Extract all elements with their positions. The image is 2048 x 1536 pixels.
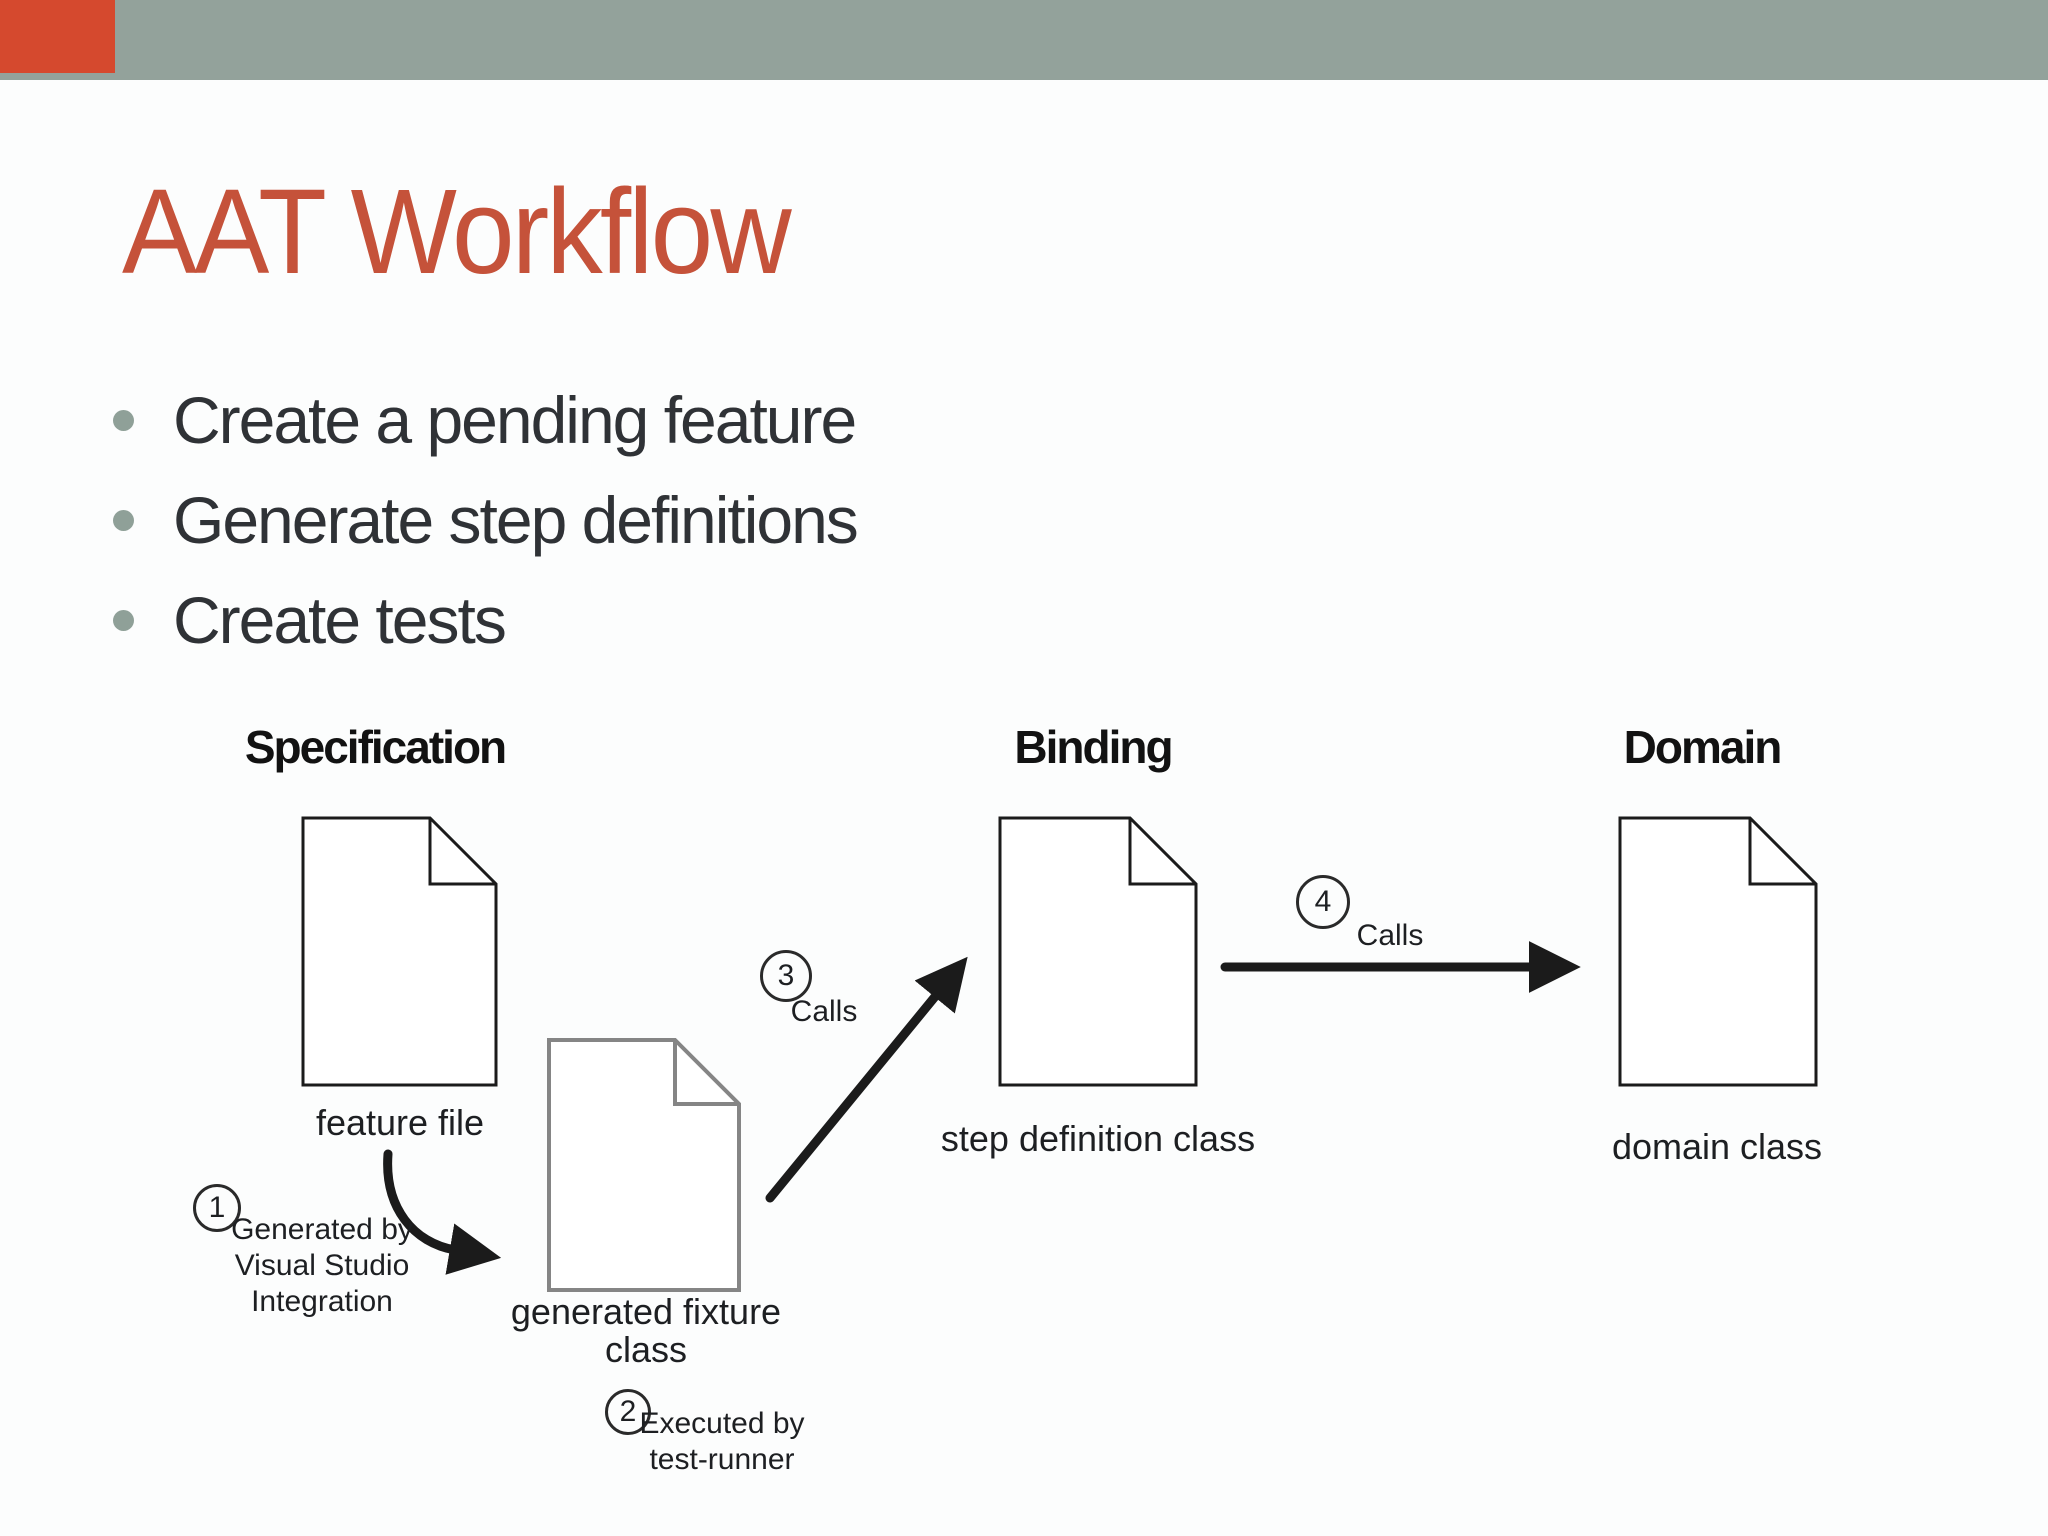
bullet-item: Create a pending feature bbox=[108, 370, 857, 470]
column-header-binding: Binding bbox=[1014, 721, 1173, 773]
bullet-list: Create a pending feature Generate step d… bbox=[108, 370, 859, 670]
domain-class-doc-icon bbox=[1618, 816, 1818, 1087]
diagonal-arrow-fixture-to-stepdef bbox=[765, 956, 968, 1203]
bullet-dot-icon bbox=[113, 409, 134, 431]
curved-arrow-feature-to-fixture bbox=[383, 1149, 502, 1275]
bullet-item: Create tests bbox=[108, 570, 857, 670]
generated-fixture-class-doc-icon bbox=[547, 1038, 741, 1292]
step-4-circle: 4 bbox=[1296, 875, 1350, 929]
bullet-text: Create tests bbox=[173, 583, 507, 657]
bullet-item: Generate step definitions bbox=[108, 470, 859, 570]
feature-file-doc-icon bbox=[301, 816, 498, 1087]
generated-fixture-class-label-line2: class bbox=[604, 1329, 688, 1370]
step-2-note: Executed by test-runner bbox=[639, 1406, 804, 1478]
column-header-domain: Domain bbox=[1623, 721, 1783, 773]
bullet-dot-icon bbox=[113, 509, 134, 531]
step-3-note: Calls bbox=[791, 994, 858, 1030]
generated-fixture-class-label-line1: generated fixture bbox=[510, 1291, 782, 1332]
step-1-note-line3: Integration bbox=[251, 1285, 393, 1318]
step-definition-class-doc-icon bbox=[998, 816, 1198, 1087]
domain-class-label: domain class bbox=[1611, 1126, 1823, 1167]
generated-fixture-class-label: generated fixture class bbox=[511, 1293, 781, 1369]
bullet-text: Generate step definitions bbox=[173, 483, 859, 557]
step-1-note: Generated by Visual Studio Integration bbox=[231, 1212, 413, 1320]
step-definition-class-label: step definition class bbox=[940, 1118, 1256, 1159]
accent-block bbox=[0, 0, 115, 73]
step-2-circle: 2 bbox=[605, 1389, 651, 1435]
step-1-circle: 1 bbox=[193, 1184, 241, 1232]
step-1-note-line2: Visual Studio bbox=[234, 1249, 410, 1282]
step-4-note: Calls bbox=[1357, 918, 1424, 954]
header-band bbox=[0, 0, 2048, 80]
step-3-note-line1: Calls bbox=[790, 995, 858, 1028]
slide-title: AAT Workflow bbox=[122, 163, 792, 299]
feature-file-label: feature file bbox=[315, 1102, 485, 1143]
bullet-text: Create a pending feature bbox=[173, 383, 857, 457]
step-2-note-line2: test-runner bbox=[649, 1443, 795, 1476]
step-3-circle: 3 bbox=[760, 950, 812, 1002]
column-header-specification: Specification bbox=[244, 721, 507, 773]
step-1-note-line1: Generated by bbox=[231, 1213, 413, 1246]
bullet-dot-icon bbox=[113, 609, 134, 631]
step-2-note-line1: Executed by bbox=[639, 1407, 805, 1440]
step-4-note-line1: Calls bbox=[1356, 919, 1424, 952]
